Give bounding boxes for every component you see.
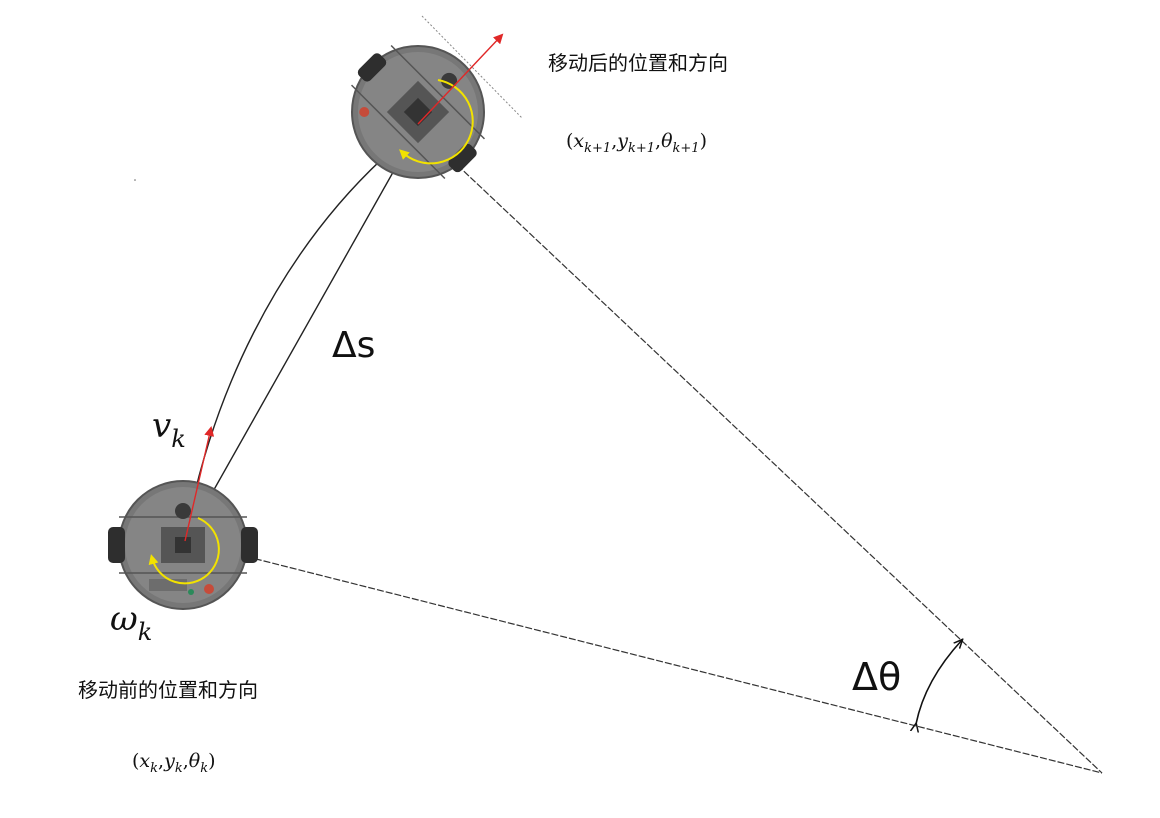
before-coordinates: (xk,yk,θk) <box>132 750 216 776</box>
robot-after-icon <box>351 45 485 179</box>
after-caption: 移动后的位置和方向 <box>548 51 728 75</box>
after-coordinates: (xk+1,yk+1,θk+1) <box>566 130 707 156</box>
stray-dot <box>134 179 136 181</box>
velocity-arrow-after <box>417 33 504 125</box>
robot-before-icon <box>108 480 258 610</box>
radius-line-before <box>184 540 1103 774</box>
chord-line <box>184 127 419 542</box>
delta-s-label: Δs <box>332 325 375 366</box>
delta-theta-label: Δθ <box>852 655 901 699</box>
rotation-arrow-before <box>148 517 220 585</box>
omega-label: ωk <box>110 599 152 646</box>
angle-arc <box>916 640 962 724</box>
radius-line-after <box>417 127 1103 774</box>
rotation-arrow-after <box>399 79 474 165</box>
velocity-label: vk <box>152 406 186 453</box>
before-caption: 移动前的位置和方向 <box>78 678 258 702</box>
velocity-arrow-before <box>184 426 215 542</box>
